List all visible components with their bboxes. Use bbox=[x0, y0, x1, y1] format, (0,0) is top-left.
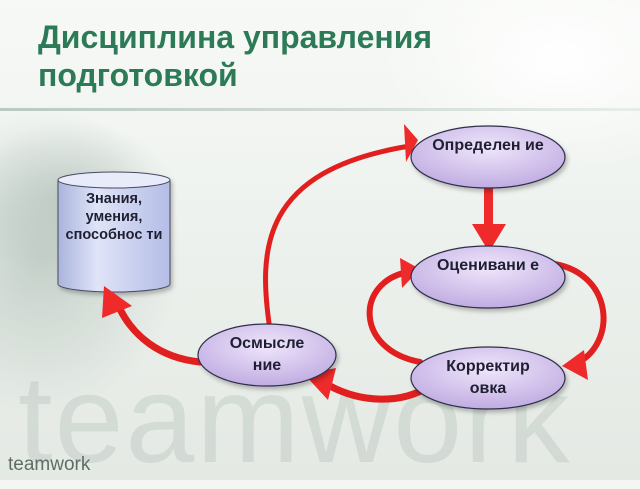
node-correction bbox=[410, 346, 566, 410]
brand-logo-text: teamwork bbox=[8, 454, 91, 475]
node-reflection-label: Осмысле ние bbox=[229, 335, 305, 374]
node-reflection bbox=[197, 323, 337, 387]
title-divider bbox=[0, 108, 640, 111]
arrow-correction-to-evaluation bbox=[366, 269, 423, 365]
page-title: Дисциплина управления подготовкой bbox=[38, 19, 433, 93]
node-correction-label: Корректир овка bbox=[446, 358, 530, 397]
node-definition bbox=[410, 125, 566, 189]
arrow-reflection-to-knowledge bbox=[114, 301, 204, 366]
knowledge-label: Знания, умения, способнос ти bbox=[65, 191, 163, 243]
knowledge-cylinder bbox=[57, 171, 171, 293]
arrow-reflection-to-definition bbox=[263, 143, 413, 333]
node-definition-label: Определен ие bbox=[432, 137, 544, 154]
arrow-definition-to-evaluation bbox=[484, 188, 493, 226]
arrow-reflection-to-knowledge-head bbox=[102, 286, 132, 318]
node-evaluation bbox=[410, 245, 566, 309]
arrow-definition-to-evaluation-head bbox=[472, 224, 506, 252]
arrow-correction-to-evaluation-head bbox=[400, 258, 420, 288]
arrow-evaluation-to-correction-head bbox=[562, 350, 588, 380]
node-evaluation-label: Оценивани е bbox=[436, 257, 540, 274]
arrow-evaluation-to-correction bbox=[545, 260, 607, 367]
arrow-reflection-to-definition-head bbox=[404, 124, 418, 162]
